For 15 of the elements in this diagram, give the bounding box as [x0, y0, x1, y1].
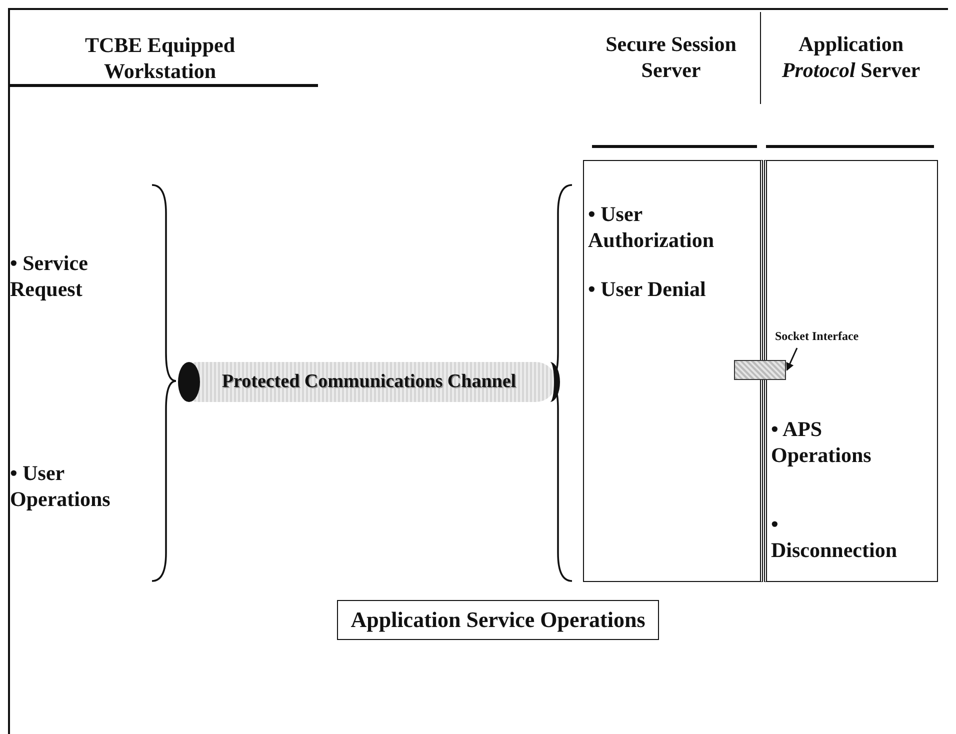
bullet-item: • APS Operations: [771, 416, 872, 468]
column-heading: Secure Session Server: [604, 31, 738, 83]
bullet-item: • User Authorization: [588, 201, 715, 253]
bullet-item: • User Operations: [10, 460, 112, 512]
socket-box: [734, 360, 786, 380]
bullet-item: • User Denial: [588, 276, 707, 302]
leader-line: [786, 348, 798, 371]
annotation-text: Socket Interface: [775, 328, 860, 344]
column-heading: Application Protocol Server: [780, 31, 922, 83]
bullet-item: • Disconnection: [771, 511, 896, 563]
box-title: Application Service Operations: [350, 607, 646, 633]
channel-label: Protected Communications Channel: [220, 370, 518, 394]
column-heading: TCBE Equipped Workstation: [84, 32, 236, 84]
bullet-item: • Service Request: [10, 250, 89, 302]
title-box: [337, 600, 659, 640]
